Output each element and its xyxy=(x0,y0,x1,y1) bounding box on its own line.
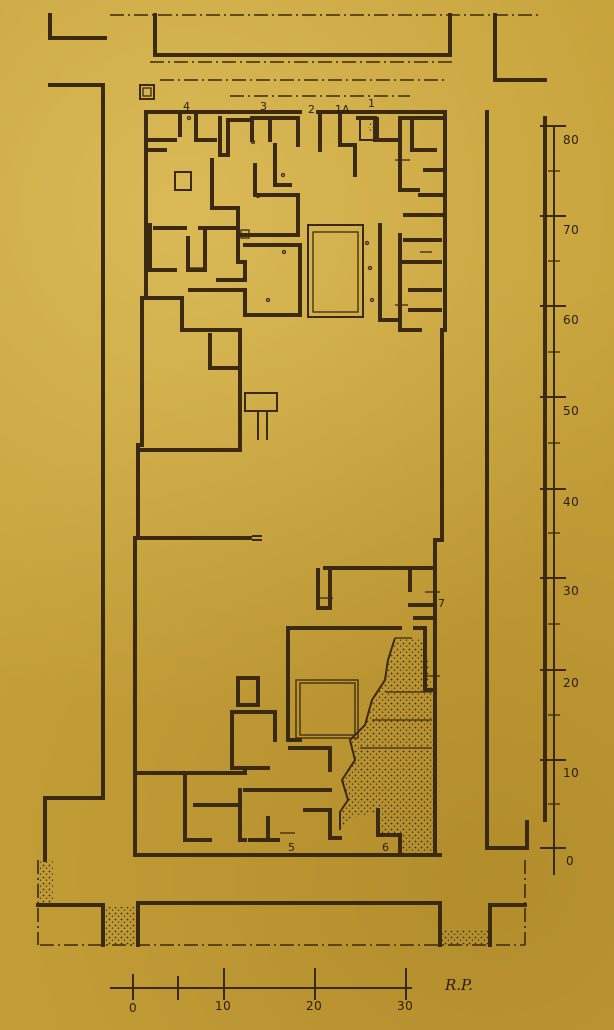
author-credit: R.P. xyxy=(445,976,473,994)
threshold-markers xyxy=(174,115,440,834)
vertical-scale-label: 80 xyxy=(563,133,580,147)
horizontal-scale-label: 10 xyxy=(215,999,232,1013)
vertical-scale-label: 40 xyxy=(563,495,580,509)
room-label-1a: 1A xyxy=(335,103,350,116)
middle-divisions xyxy=(136,535,437,610)
stippled-area xyxy=(339,637,435,855)
room-label-1: 1 xyxy=(368,97,375,110)
room-label-4: 4 xyxy=(183,100,190,113)
vertical-scale-label: 20 xyxy=(563,676,580,690)
vertical-scale-label: 70 xyxy=(563,223,580,237)
horizontal-scale xyxy=(110,968,412,1000)
street-outlines xyxy=(36,13,547,947)
room-label-6: 6 xyxy=(382,841,389,854)
vertical-scale xyxy=(540,125,566,875)
room-label-3: 3 xyxy=(260,100,267,113)
horizontal-scale-label: 20 xyxy=(306,999,323,1013)
atrium xyxy=(140,223,442,452)
vertical-scale-label: 30 xyxy=(563,584,580,598)
horizontal-scale-label: 0 xyxy=(129,1001,138,1015)
vertical-scale-label: 60 xyxy=(563,313,580,327)
room-label-2: 2 xyxy=(308,103,315,116)
room-label-7: 7 xyxy=(438,597,445,610)
vertical-scale-label: 50 xyxy=(563,404,580,418)
horizontal-scale-label: 30 xyxy=(397,999,414,1013)
room-label-5: 5 xyxy=(288,841,295,854)
vertical-scale-label: 10 xyxy=(563,766,580,780)
vertical-scale-label: 0 xyxy=(566,854,575,868)
